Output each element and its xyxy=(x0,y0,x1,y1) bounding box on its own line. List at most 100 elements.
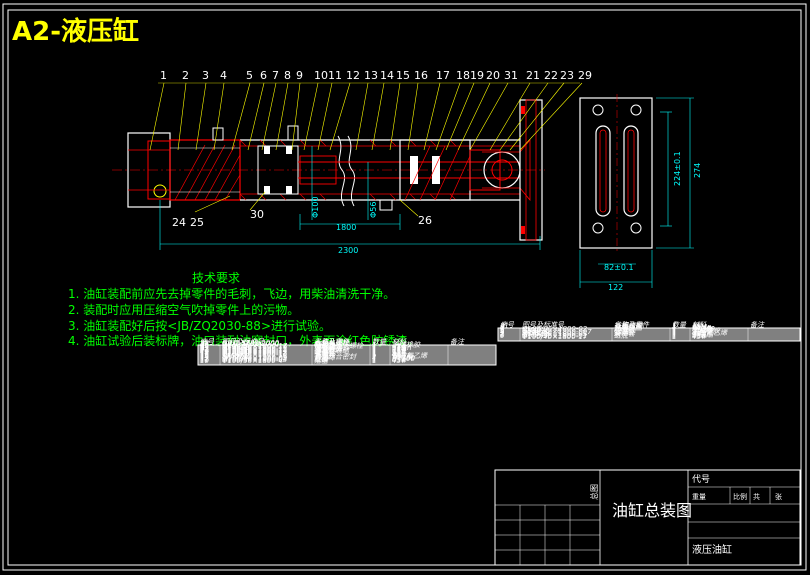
bom-right-cell: 1 xyxy=(672,324,676,332)
bom-left-cell: HT300 xyxy=(392,355,415,363)
dim-rod: Φ56 xyxy=(369,202,378,218)
bom-left-cell: 45# xyxy=(392,351,407,359)
bom-left-cell: 45# xyxy=(392,343,407,351)
dimensions-main: Φ100 Φ56 1800 2300 xyxy=(159,146,541,255)
bom-left-cell: HT200 xyxy=(392,354,415,362)
note-3: 3. 油缸装配好后按<JB/ZQ2030-88>进行试验。 xyxy=(68,318,331,333)
bom-left-cell: 1 xyxy=(372,343,376,351)
label-30: 30 xyxy=(250,208,264,221)
weight-label: 重量 xyxy=(692,493,706,501)
bom-left-cell: 1 xyxy=(372,345,376,353)
bom-left-cell: 活塞杆端 xyxy=(314,346,343,354)
balloon-11: 11 xyxy=(328,69,342,82)
bom-right-cell: 缓冲套 xyxy=(614,330,636,338)
bom-right-cell: 缸底 xyxy=(614,328,629,336)
bom-right-cell: 支承环 xyxy=(614,329,636,337)
balloon-6: 6 xyxy=(260,69,267,82)
leader-29 xyxy=(519,82,583,151)
bom-left-cell: A3 xyxy=(391,349,401,357)
bom-right-header-cell: 图号及标准号 xyxy=(522,321,565,329)
bom-left-cell: Φ100/56×1800-03 xyxy=(222,356,287,364)
bom-left-header-cell: 序号 xyxy=(200,338,215,346)
bom-right-cell: 1 xyxy=(672,326,676,334)
bom-left-cell: 22 xyxy=(200,345,209,353)
bom-right-header-cell: 备注 xyxy=(750,321,765,329)
balloon-4: 4 xyxy=(220,69,227,82)
notes-heading: 技术要求 xyxy=(192,271,240,285)
bom-left-cell: 缸盖 xyxy=(314,355,329,363)
side-label: 总图 xyxy=(589,484,599,500)
leader-16 xyxy=(407,82,419,151)
leader-14 xyxy=(371,82,385,151)
bom-left-cell: Φ100/56×1800-11 xyxy=(222,350,287,358)
leader-23 xyxy=(509,82,565,151)
bom-left-cell: 28 xyxy=(200,339,209,347)
note-2: 2. 装配时应用压缩空气吹掉零件上的污物。 xyxy=(68,302,299,317)
bom-right-header-cell: 材料 xyxy=(692,321,707,329)
bom-left-cell: 1 xyxy=(372,341,376,349)
bom-left-cell: 活塞杆头部 xyxy=(314,345,350,353)
bom-left-cell: 孔用组合密封 xyxy=(314,353,357,361)
bom-left-cell: 65Mn xyxy=(392,344,411,352)
sheet-total-label: 共 xyxy=(753,492,760,501)
bom-left-cell: 1 xyxy=(372,355,376,363)
sheet-label: 张 xyxy=(775,492,782,501)
bom-left-cell: 20 xyxy=(200,347,209,355)
bom-right-cell: 孔用挡圈 xyxy=(614,324,643,332)
bom-right-cell: 3 xyxy=(500,329,504,337)
bom-left-cell: KF5975 xyxy=(222,352,249,360)
piston-rod xyxy=(298,155,520,185)
balloon-20: 20 xyxy=(486,69,500,82)
bom-left-cell: 关节轴承 xyxy=(314,344,343,352)
bom-left-header-cell: 名称及零件 xyxy=(314,338,350,346)
bom-left-header-cell: 数量 xyxy=(372,338,387,346)
balloon-8: 8 xyxy=(284,69,291,82)
bom-left-cell: 六角头螺栓 xyxy=(314,340,350,348)
dim-bore: Φ100 xyxy=(311,196,320,218)
bom-left-cell: A3 xyxy=(391,350,401,358)
front-flange xyxy=(519,99,543,241)
bom-right-cell: 45# xyxy=(692,330,707,338)
leader-20 xyxy=(457,82,491,151)
bom-left-cell: 1 xyxy=(372,344,376,352)
bom-left-cell: 活塞杆 xyxy=(314,348,336,356)
bom-right-cell: Φ100/56×1800-02 xyxy=(522,325,588,333)
leader-1 xyxy=(149,82,165,151)
bom-right-cell: 1 xyxy=(672,331,676,339)
leader-3 xyxy=(195,82,207,151)
bom-left-cell: 1 xyxy=(372,347,376,355)
bom-left-cell: 缓冲套 xyxy=(314,351,336,359)
bom-left-cell: Φ100/56×1800-12 xyxy=(222,349,288,357)
bom-left-cell: 19 xyxy=(200,348,209,356)
balloon-22: 22 xyxy=(544,69,558,82)
bom-right-cell: Φ100/56×1800-05 xyxy=(522,330,588,338)
bom-left-cell: 1 xyxy=(372,356,376,364)
bom-left-header-cell: 备注 xyxy=(450,338,465,346)
break-line-2 xyxy=(347,135,356,207)
bom-left-cell: 卡簧 xyxy=(314,350,329,358)
bom-left-cell: 1 xyxy=(372,352,376,360)
bom-left-cell: 活塞杆联结 xyxy=(314,347,350,355)
bom-right-cell: 45# xyxy=(692,332,707,340)
bom-left-cell: 13 xyxy=(200,354,209,362)
bom-left-cell: Φ100/56×1800-15 xyxy=(222,345,288,353)
side-view: 224±0.1 274 82±0.1 122 xyxy=(579,94,702,292)
bom-right-cell: 丁腈橡胶 xyxy=(692,327,721,335)
bom-right-cell: 7 xyxy=(500,325,505,333)
leader-31 xyxy=(469,82,509,151)
leader-18 xyxy=(435,82,461,151)
end-cap xyxy=(169,139,241,201)
balloon-31: 31 xyxy=(504,69,518,82)
balloon-10: 10 xyxy=(314,69,328,82)
oil-port-right xyxy=(379,199,393,211)
leader-17 xyxy=(423,82,441,151)
bom-right-cell: 钢 xyxy=(692,322,700,330)
balloon-29: 29 xyxy=(578,69,592,82)
bom-left-cell: 26 xyxy=(200,341,209,349)
school-name: 液压油缸 xyxy=(692,543,732,556)
bom-right-cell: Φ100/56×1800-007 xyxy=(522,328,592,336)
bom-right-cell: OHS-40 xyxy=(522,331,549,339)
bom-left-cell: 45# xyxy=(392,345,407,353)
